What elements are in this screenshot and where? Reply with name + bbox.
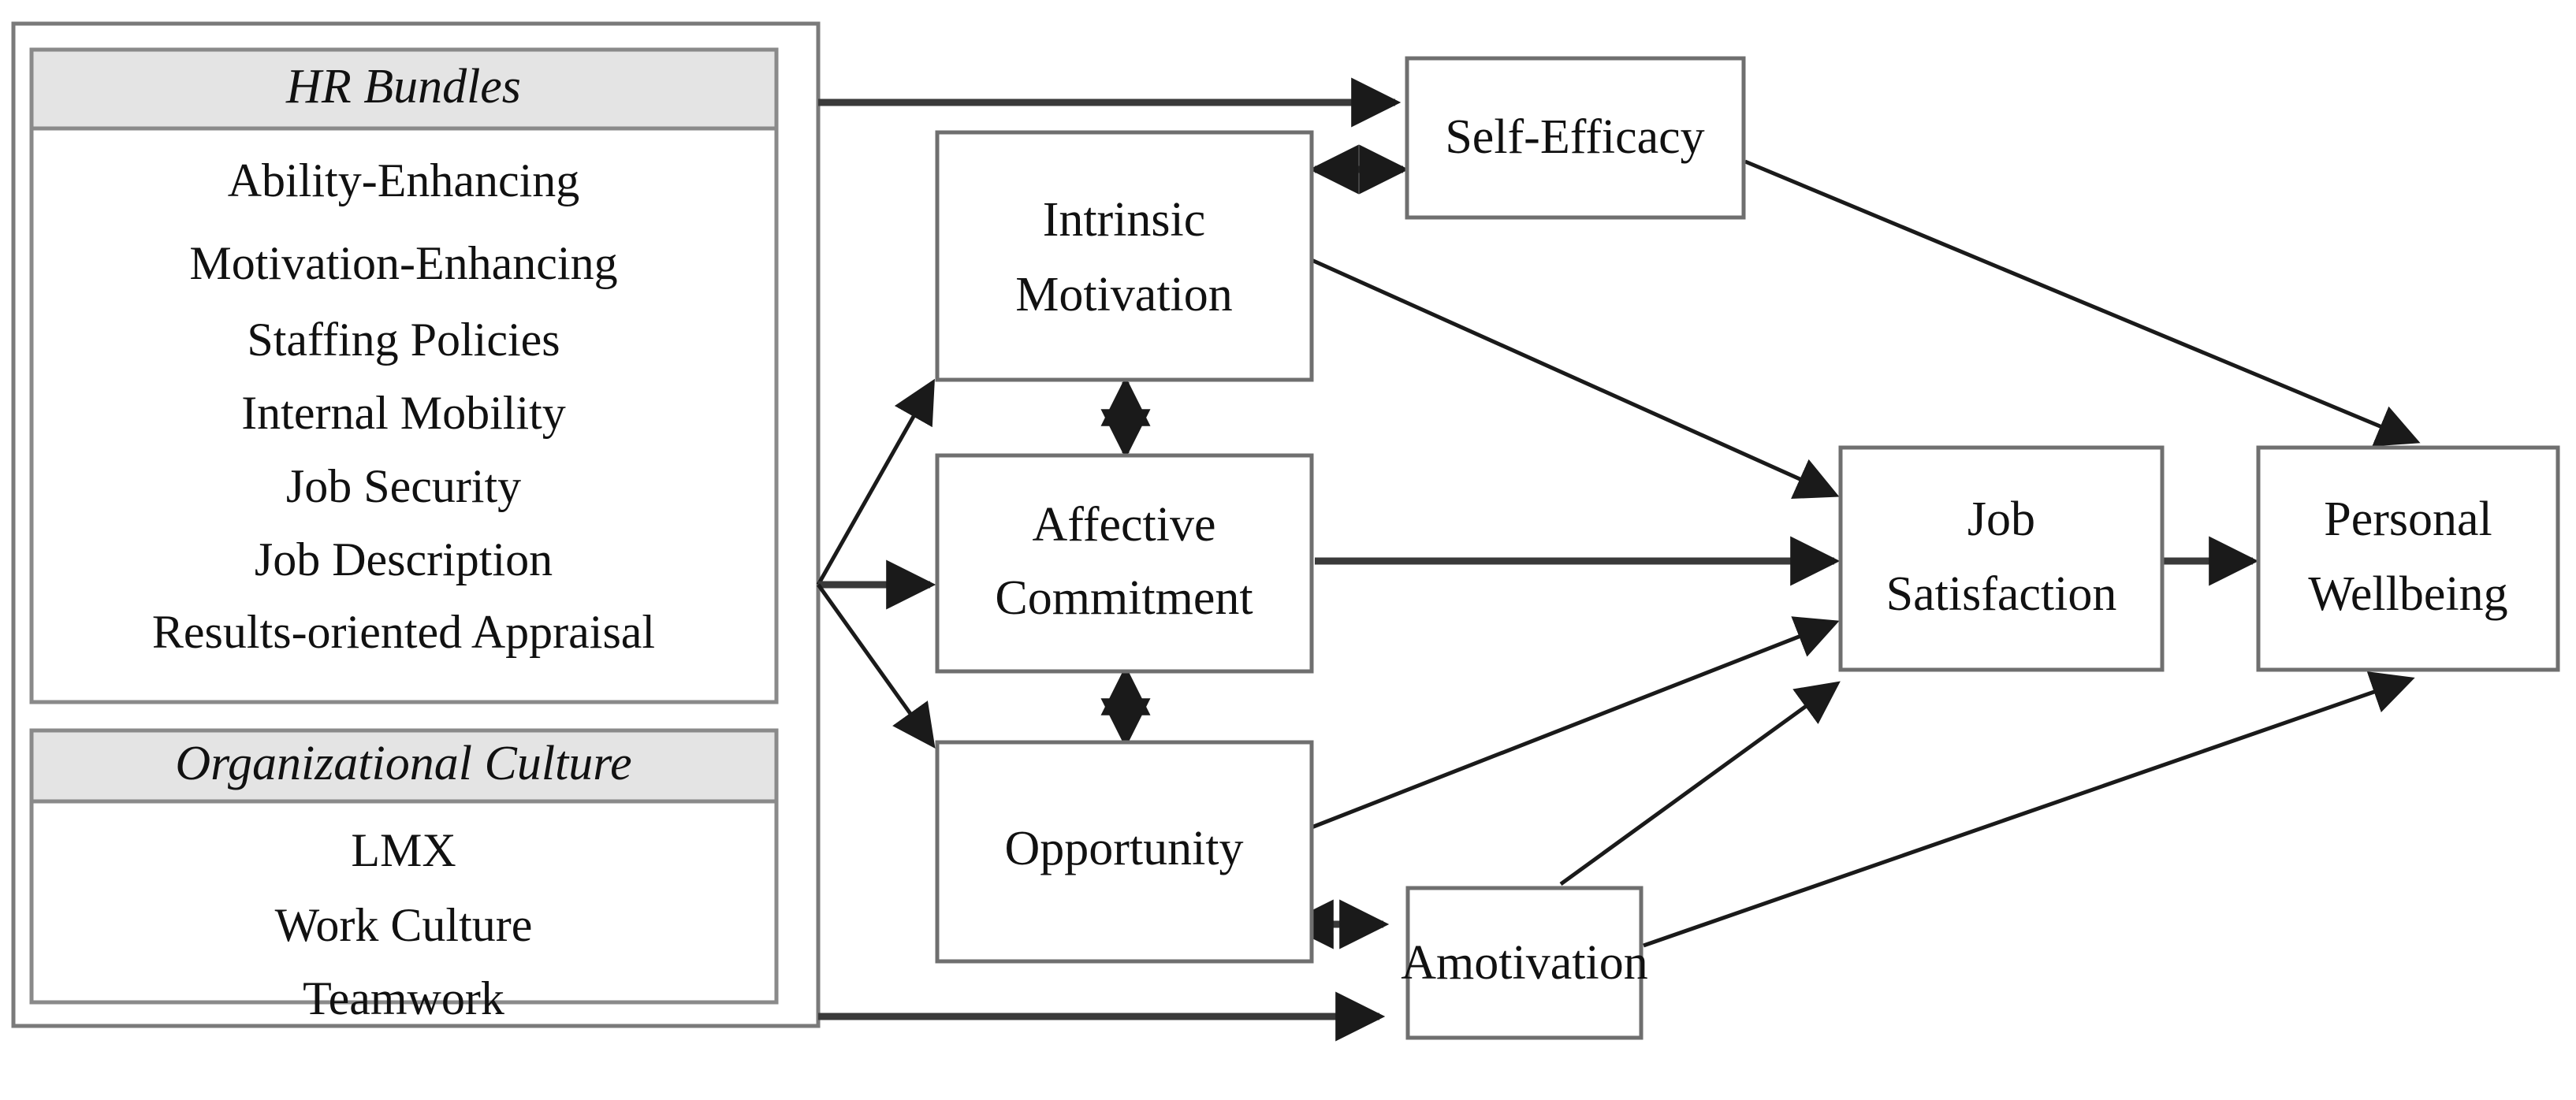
node-intrinsic-motivation[interactable]: Intrinsic Motivation — [935, 130, 1314, 382]
intrinsic-motivation-label-line-1: Intrinsic — [1043, 193, 1206, 247]
edge-amotivation-to-personal-wellbeing — [1643, 671, 2415, 948]
node-job-satisfaction[interactable]: Job Satisfaction — [1838, 445, 2165, 672]
organizational-culture-item-1: Work Culture — [275, 899, 533, 951]
node-opportunity[interactable]: Opportunity — [935, 740, 1314, 964]
hr-bundles-item-5: Job Description — [255, 533, 553, 585]
personal-wellbeing-label-line-1: Personal — [2324, 492, 2492, 546]
node-amotivation[interactable]: Amotivation — [1401, 886, 1648, 1040]
job-satisfaction-label-line-2: Satisfaction — [1886, 567, 2117, 621]
edge-self-efficacy-to-personal-wellbeing — [1744, 159, 2421, 447]
affective-commitment-box — [935, 453, 1314, 674]
job-satisfaction-label-line-1: Job — [1967, 492, 2035, 546]
opportunity-label: Opportunity — [1004, 822, 1243, 875]
hr-bundles-item-2: Staffing Policies — [247, 314, 560, 366]
panel-organizational-culture[interactable]: Organizational Culture LMX Work Culture … — [29, 728, 779, 1024]
self-efficacy-label: Self-Efficacy — [1445, 110, 1704, 164]
panel-hr-bundles[interactable]: HR Bundles Ability-Enhancing Motivation-… — [29, 47, 779, 704]
organizational-culture-header-band — [29, 728, 779, 804]
affective-commitment-label-line-1: Affective — [1033, 498, 1216, 552]
amotivation-box — [1405, 886, 1644, 1040]
edge-antecedents-to-opportunity — [816, 583, 936, 749]
edge-amotivation-to-job-satisfaction — [1559, 681, 1841, 886]
edge-antecedents-to-intrinsic-motivation — [816, 378, 935, 586]
hr-bundles-item-6: Results-oriented Appraisal — [152, 606, 655, 658]
personal-wellbeing-box — [2256, 445, 2560, 672]
amotivation-label: Amotivation — [1401, 936, 1647, 990]
hr-bundles-panel-body — [29, 47, 779, 704]
node-affective-commitment[interactable]: Affective Commitment — [935, 453, 1314, 674]
hr-bundles-item-3: Internal Mobility — [241, 387, 566, 439]
node-personal-wellbeing[interactable]: Personal Wellbeing — [2256, 445, 2560, 672]
job-satisfaction-box — [1838, 445, 2165, 672]
intrinsic-motivation-label-line-2: Motivation — [1015, 268, 1233, 321]
organizational-culture-title: Organizational Culture — [175, 737, 631, 790]
edge-opportunity-to-job-satisfaction — [1311, 616, 1840, 830]
hr-bundles-item-1: Motivation-Enhancing — [189, 237, 617, 289]
organizational-culture-item-2: Teamwork — [303, 972, 504, 1024]
hr-bundles-header-band — [29, 47, 779, 131]
organizational-culture-item-0: LMX — [351, 824, 456, 876]
hr-bundles-item-4: Job Security — [286, 460, 521, 512]
node-self-efficacy[interactable]: Self-Efficacy — [1405, 56, 1746, 220]
intrinsic-motivation-box — [935, 130, 1314, 382]
edge-intrinsic-motivation-to-job-satisfaction — [1310, 258, 1840, 500]
self-efficacy-box — [1405, 56, 1746, 220]
affective-commitment-label-line-2: Commitment — [995, 571, 1253, 625]
opportunity-box — [935, 740, 1314, 964]
antecedents-container — [11, 21, 821, 1028]
hr-bundles-item-0: Ability-Enhancing — [228, 154, 580, 206]
personal-wellbeing-label-line-2: Wellbeing — [2308, 567, 2507, 621]
hr-bundles-title: HR Bundles — [285, 60, 521, 113]
